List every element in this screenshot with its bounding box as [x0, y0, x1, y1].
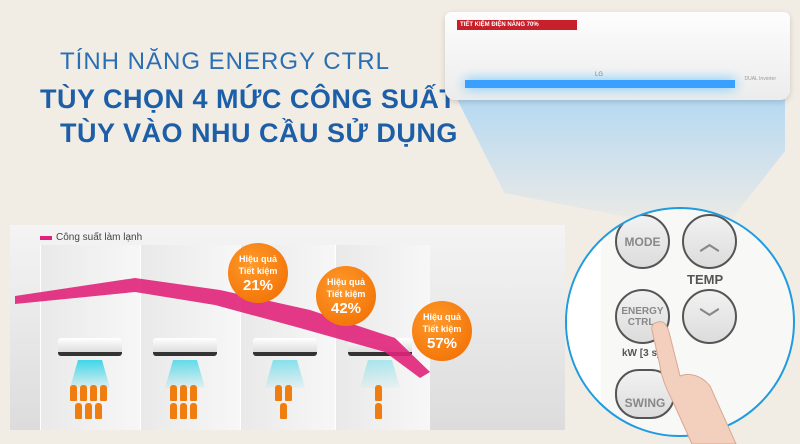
air-conditioner-unit: TIẾT KIỆM ĐIỆN NĂNG 70% LG DUAL Inverter [445, 12, 790, 100]
person-icon [275, 385, 282, 401]
chart-legend: Công suất làm lạnh [40, 232, 142, 243]
person-icon [85, 403, 92, 419]
person-icon [95, 403, 102, 419]
chevron-down-icon: ﹀ [699, 308, 720, 330]
headline-line3: TÙY VÀO NHU CẦU SỬ DỤNG [60, 118, 458, 148]
person-icon [170, 403, 177, 419]
person-icon [170, 385, 177, 401]
mode-button[interactable]: MODE [615, 214, 670, 269]
person-icon [190, 385, 197, 401]
person-icon [180, 385, 187, 401]
person-icon [90, 385, 97, 401]
person-icon [375, 385, 382, 401]
kw-label: kW [3 s] [622, 348, 661, 359]
ac-unit-icon [58, 338, 122, 356]
airflow-icon [165, 360, 205, 388]
temp-down-button[interactable]: ﹀ [682, 289, 737, 344]
brand-logo: LG [595, 72, 604, 78]
temp-label: TEMP [687, 272, 724, 287]
energy-label: TIẾT KIỆM ĐIỆN NĂNG 70% [457, 20, 577, 30]
person-icon [285, 385, 292, 401]
person-icon [80, 385, 87, 401]
inverter-badge: DUAL Inverter [744, 76, 777, 82]
headline-line1: TÍNH NĂNG ENERGY CTRL [60, 48, 390, 75]
legend-label: Công suất làm lạnh [56, 232, 143, 243]
headline-line2: TÙY CHỌN 4 MỨC CÔNG SUẤT [40, 84, 457, 114]
pointing-hand [651, 321, 737, 444]
person-icon [70, 385, 77, 401]
person-icon [190, 403, 197, 419]
person-icon [375, 403, 382, 419]
legend-swatch [40, 235, 52, 240]
person-icon [75, 403, 82, 419]
ac-vent [465, 80, 735, 88]
person-icon [180, 403, 187, 419]
temp-up-button[interactable]: ︿ [682, 214, 737, 269]
ac-unit-icon [153, 338, 217, 356]
person-icon [280, 403, 287, 419]
chevron-up-icon: ︿ [699, 233, 720, 255]
person-icon [100, 385, 107, 401]
ac-unit-icon [253, 338, 317, 356]
